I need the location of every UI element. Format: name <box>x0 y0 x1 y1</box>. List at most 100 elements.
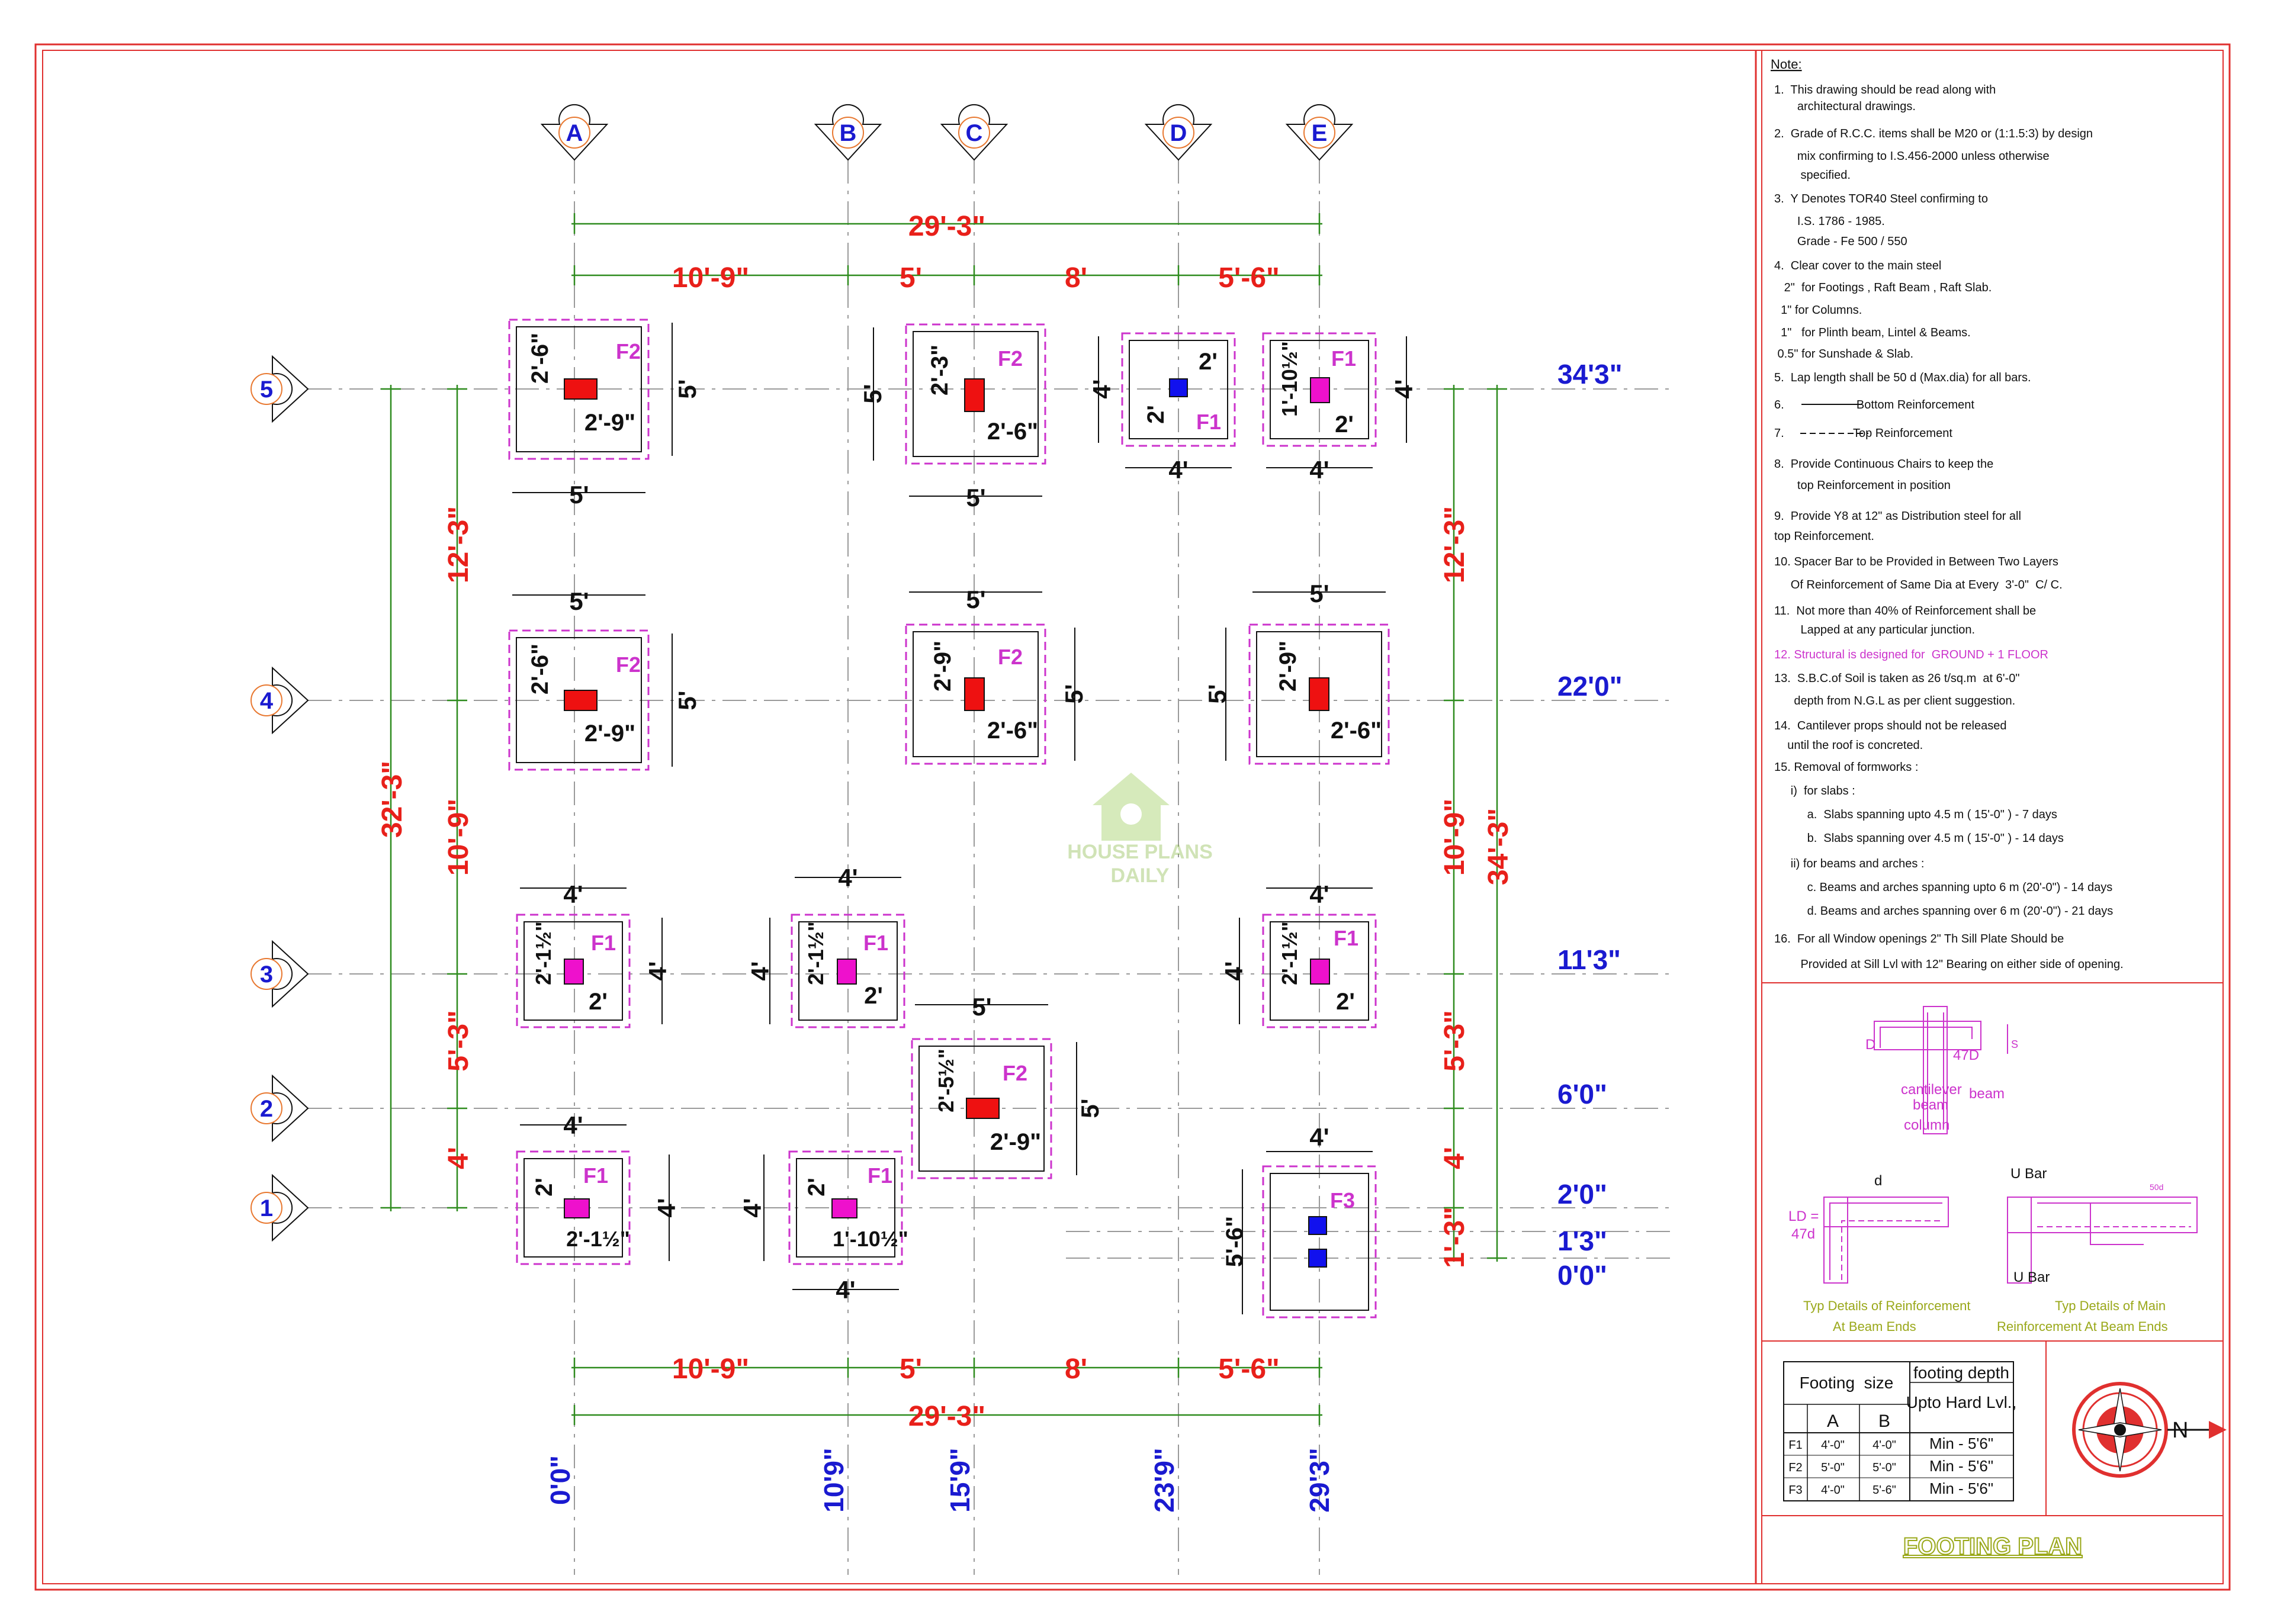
note-line: 4. Clear cover to the main steel <box>1774 259 1941 272</box>
caption-left-2: At Beam Ends <box>1833 1319 1916 1334</box>
compass-icon: N <box>2072 1382 2227 1478</box>
note-line: top Reinforcement in position <box>1774 479 1951 492</box>
right-dim-21: 4' <box>1439 1147 1470 1169</box>
axis-label-a: A <box>566 120 583 146</box>
footing-height-dim: 4' <box>1220 961 1248 980</box>
note-line: top Reinforcement. <box>1774 530 1874 543</box>
footing-width-dim: 5' <box>569 481 589 509</box>
note-line: 6. Bottom Reinforcement <box>1774 398 1974 411</box>
footing-width-dim: 4' <box>1309 880 1329 908</box>
footing-height-dim: 4' <box>653 1198 680 1217</box>
footing-height-dim: 5'-6" <box>1222 1216 1248 1267</box>
col-level-d: 23'9" <box>1149 1448 1180 1513</box>
col-level-b: 10'9" <box>818 1448 849 1513</box>
d-label: d <box>1874 1173 1882 1189</box>
row-level-1: 2'0" <box>1557 1179 1607 1210</box>
footing-e4: 2'-9" 2'-6" 5' 5' <box>1203 580 1390 765</box>
note-line: 0.5" for Sunshade & Slab. <box>1774 348 1913 361</box>
footing-dim-left: 2'-3" <box>927 345 953 395</box>
row-level-4: 22'0" <box>1557 671 1623 702</box>
footing-label: F3 <box>1330 1188 1355 1213</box>
footing-c5: F2 2'-3" 2'-6" 5' 5' <box>859 323 1046 512</box>
footing-label: F2 <box>616 339 641 364</box>
footing-height-dim: 5' <box>859 384 887 403</box>
note-line: specified. <box>1774 169 1851 182</box>
note-line: 2. Grade of R.C.C. items shall be M20 or… <box>1774 127 2093 140</box>
footing-label: F1 <box>591 931 616 955</box>
footing-label: F2 <box>616 652 641 677</box>
beam-label-2: beam <box>1969 1086 2005 1102</box>
footing-height-dim: 4' <box>1390 379 1418 398</box>
note-line: 13. S.B.C.of Soil is taken as 26 t/sq.m … <box>1774 672 2019 685</box>
axis-bubble-5: 5 <box>250 355 309 423</box>
footing-width-dim: 5' <box>966 586 985 613</box>
footing-width-dim: 5' <box>1309 580 1329 607</box>
watermark: HOUSE PLANS DAILY <box>1067 773 1213 887</box>
footings: F2 2'-6" 2'-9" 5' 5' F2 2'-3" 2'-6" 5' 5… <box>508 319 1418 1319</box>
row-level-1-3: 1'3" <box>1557 1226 1607 1256</box>
footing-e3: F1 2'-1½" 2' 4' 4' <box>1220 880 1377 1028</box>
note-line: 2" for Footings , Raft Beam , Raft Slab. <box>1774 281 1992 294</box>
footing-dim-left: 2' <box>804 1178 830 1197</box>
right-dim-54: 12'-3" <box>1439 506 1470 583</box>
row-axis-bubbles: 5 4 3 2 1 <box>250 355 309 1242</box>
table-header-depth-sub: Upto Hard Lvl., <box>1906 1393 2017 1411</box>
footing-height-dim: 5' <box>673 379 701 398</box>
note-line: Of Reinforcement of Same Dia at Every 3'… <box>1774 578 2063 591</box>
axis-label-c: C <box>966 120 983 146</box>
right-dim-43: 10'-9" <box>1439 799 1470 876</box>
note-line: ii) for beams and arches : <box>1774 857 1924 870</box>
notes-panel: Note: 1. This drawing should be read alo… <box>1771 57 2124 971</box>
right-dim-1-0: 1'-3" <box>1439 1207 1470 1268</box>
cantilever-detail: D 47D S cantilever beam column beam <box>1865 1006 2018 1134</box>
note-line: i) for slabs : <box>1774 784 1855 797</box>
beam-end-detail-left: LD = 47d d Typ Details of Reinforcement … <box>1788 1173 1970 1334</box>
watermark-line1: HOUSE PLANS <box>1067 841 1213 863</box>
row-level-5: 34'3" <box>1557 359 1623 390</box>
compass-north-label: N <box>2172 1418 2188 1443</box>
note-line: 7. Top Reinforcement <box>1774 427 1952 440</box>
note-line: 9. Provide Y8 at 12" as Distribution ste… <box>1774 510 2021 523</box>
footing-label: F1 <box>583 1163 608 1188</box>
footing-dim-left: 2'-9" <box>930 641 956 692</box>
footing-label: F1 <box>1334 926 1358 950</box>
col-level-e: 29'3" <box>1304 1448 1335 1513</box>
ld-label: LD = <box>1788 1208 1819 1224</box>
footing-a4: F2 2'-6" 2'-9" 5' 5' <box>508 587 701 771</box>
table-row-b: 4'-0" <box>1872 1439 1896 1452</box>
note-line: mix confirming to I.S.456-2000 unless ot… <box>1774 150 2050 163</box>
note-line: Provided at Sill Lvl with 12" Bearing on… <box>1774 958 2124 971</box>
column-axis-bubbles: A B C D E <box>540 104 1354 161</box>
axis-label-5: 5 <box>260 377 273 403</box>
footing-label: F2 <box>998 346 1023 371</box>
footing-height-dim: 5' <box>1076 1098 1104 1118</box>
note-line: 1" for Plinth beam, Lintel & Beams. <box>1774 326 1971 339</box>
axis-label-2: 2 <box>260 1096 273 1122</box>
axis-label-d: D <box>1170 120 1187 146</box>
table-col-b: B <box>1878 1411 1890 1431</box>
caption-left-1: Typ Details of Reinforcement <box>1803 1298 1970 1313</box>
footing-dim-bottom: 2'-6" <box>987 718 1038 744</box>
note-line: 8. Provide Continuous Chairs to keep the <box>1774 458 1993 471</box>
axis-bubble-1: 1 <box>250 1173 309 1242</box>
note-line: d. Beams and arches spanning over 6 m (2… <box>1774 905 2113 918</box>
footing-dim-top: 2' <box>1199 349 1218 375</box>
axis-bubble-3: 3 <box>250 940 309 1008</box>
axis-label-3: 3 <box>260 961 273 988</box>
axis-bubble-e: E <box>1285 104 1354 161</box>
table-row-a: 5'-0" <box>1821 1461 1845 1474</box>
note-line-highlight: 12. Structural is designed for GROUND + … <box>1774 648 2048 661</box>
note-line: Lapped at any particular junction. <box>1774 623 1975 636</box>
footing-width-dim: 4' <box>1309 1123 1329 1151</box>
footing-dim-bottom: 2'-9" <box>990 1129 1041 1155</box>
notes-heading: Note: <box>1771 57 1802 72</box>
footing-dim-left: 2'-6" <box>527 333 553 384</box>
footing-dim-left: 1'-10½" <box>1277 341 1302 417</box>
footing-width-dim: 5' <box>966 484 985 512</box>
footing-dim-bottom: 2' <box>1335 411 1354 438</box>
axis-bubble-b: B <box>814 104 882 161</box>
left-overall-dim: 32'-3" <box>377 761 408 838</box>
footing-dim-bottom: 1'-10½" <box>833 1227 908 1251</box>
footing-width-dim: 4' <box>1168 456 1188 484</box>
footing-label: F1 <box>863 931 888 955</box>
